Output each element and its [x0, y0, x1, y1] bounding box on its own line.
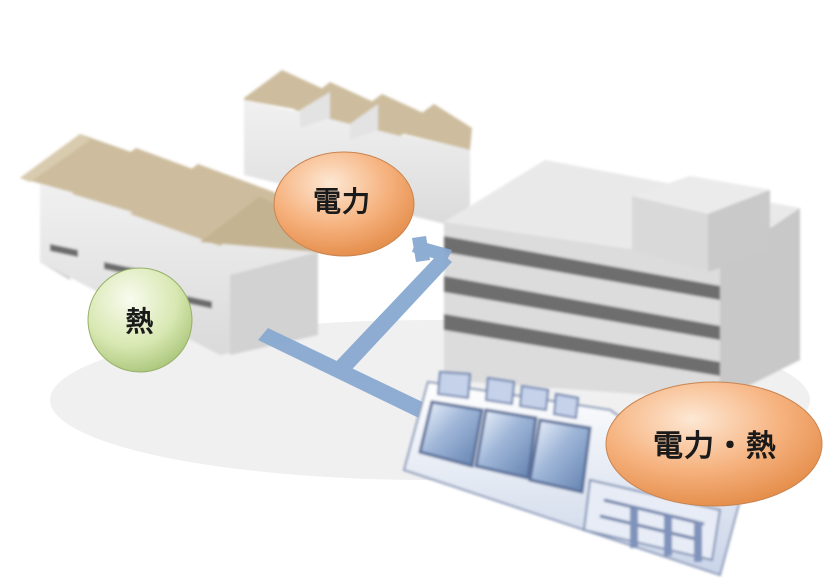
power-heat-bubble: [605, 381, 823, 507]
heat-bubble: [87, 267, 193, 373]
office-building: [444, 160, 800, 400]
energy-pipes: [258, 236, 460, 436]
power-bubble: [273, 151, 415, 257]
cogeneration-plant: [402, 370, 742, 577]
